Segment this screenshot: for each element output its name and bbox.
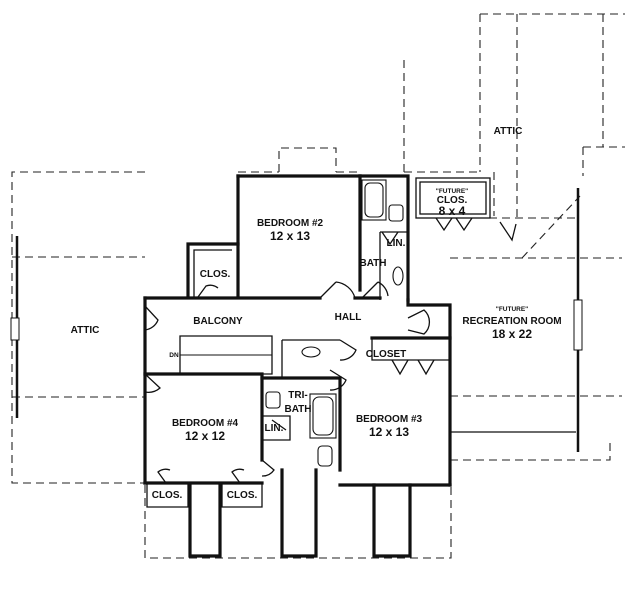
closet-left-label: CLOS. (152, 490, 183, 501)
attic-left-label: ATTIC (71, 325, 100, 336)
bedroom2-size: 12 x 13 (270, 229, 310, 243)
future-closet-size: 8 x 4 (439, 204, 466, 218)
stair-down-label: DN (169, 352, 179, 359)
bedroom4-size: 12 x 12 (185, 429, 225, 443)
linen-top-label: LIN. (387, 238, 406, 249)
room-labels: BEDROOM #2 12 x 13 ATTIC ATTIC "FUTURE" … (71, 126, 562, 501)
hall-label: HALL (335, 312, 362, 323)
bedroom3-name: BEDROOM #3 (356, 414, 423, 425)
bedroom4-name: BEDROOM #4 (172, 418, 239, 429)
toilet-icon (317, 445, 333, 467)
bath-label: BATH (359, 258, 386, 269)
bedroom3-size: 12 x 13 (369, 425, 409, 439)
closet-right-label: CLOS. (227, 490, 258, 501)
bedroom2-name: BEDROOM #2 (257, 218, 324, 229)
tri-bath-label-1: TRI- (288, 390, 307, 401)
doors (144, 217, 517, 484)
closet-top-label: CLOS. (200, 269, 231, 280)
tri-bath-label-2: BATH (284, 404, 311, 415)
attic-top-label: ATTIC (494, 126, 523, 137)
closet-label: CLOSET (366, 349, 407, 360)
recreation-size: 18 x 22 (492, 327, 532, 341)
fixtures (265, 179, 404, 467)
toilet-icon (388, 204, 404, 222)
linen-bottom-label: LIN. (265, 423, 284, 434)
future-closet-name: CLOS. (437, 195, 468, 206)
walls (143, 174, 491, 558)
recreation-tag: "FUTURE" (496, 306, 529, 313)
sink-icon (392, 266, 404, 286)
attic-outlines (10, 13, 625, 559)
recreation-name: RECREATION ROOM (462, 316, 561, 327)
sink-icon (301, 346, 321, 358)
toilet-icon (265, 391, 281, 409)
balcony-label: BALCONY (193, 316, 243, 327)
future-closet-tag: "FUTURE" (436, 188, 469, 195)
